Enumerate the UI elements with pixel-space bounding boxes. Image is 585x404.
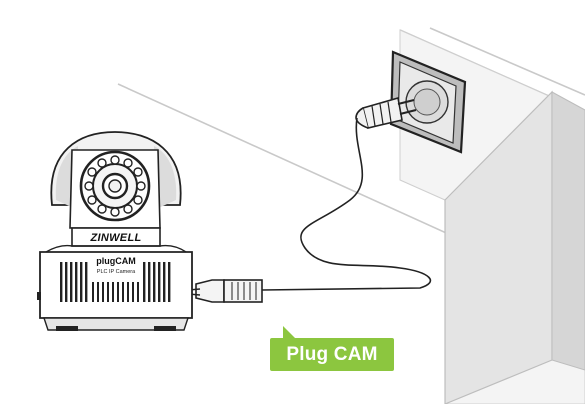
- callout-pointer: [283, 326, 295, 338]
- wall-outlet-icon: [389, 50, 467, 154]
- ethernet-connector-icon: [187, 279, 263, 303]
- camera-subtitle: PLC IP Camera: [97, 269, 136, 275]
- power-cable: [261, 117, 432, 291]
- camera-brand: ZINWELL: [90, 232, 142, 244]
- ip-camera-icon: ZINWELL: [37, 131, 193, 331]
- camera-vents: [60, 262, 171, 302]
- plug-cam-callout: Plug CAM: [270, 338, 394, 371]
- power-plug-icon: [355, 96, 417, 129]
- callout-label: Plug CAM: [286, 343, 378, 365]
- camera-model: plugCAM: [96, 256, 136, 266]
